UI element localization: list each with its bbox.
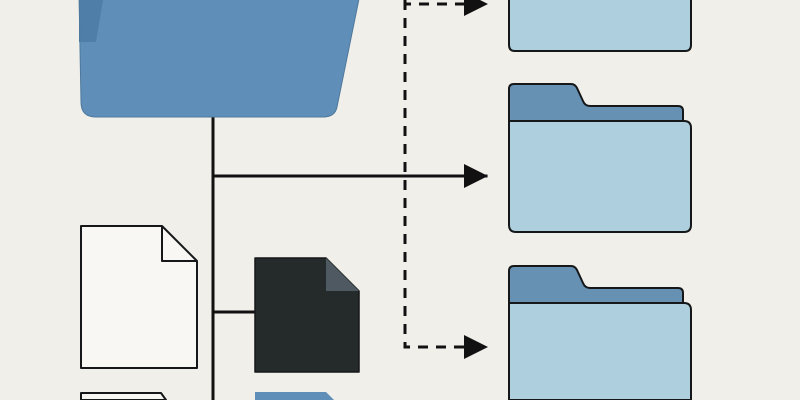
white-document-partial-icon	[80, 392, 167, 400]
target-folder-bottom-icon	[508, 265, 692, 400]
blue-document-partial-icon	[255, 392, 334, 400]
white-document-icon	[80, 225, 198, 369]
target-folder-top-icon	[508, 0, 692, 52]
connector-lines	[211, 0, 488, 400]
black-document-icon	[254, 257, 360, 373]
primary-folder-icon	[78, 0, 360, 118]
target-folder-middle-icon	[508, 83, 692, 233]
dashed-elbow-connector-bottom	[403, 0, 488, 359]
